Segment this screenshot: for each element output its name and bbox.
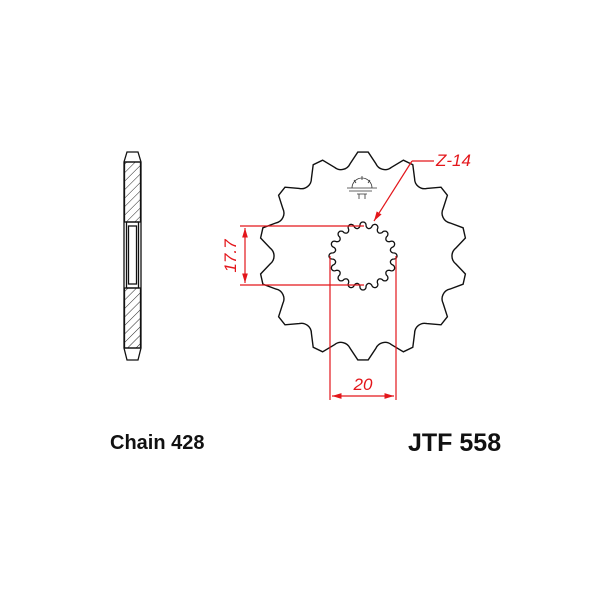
width-dimension-label: 20	[353, 375, 373, 394]
part-number-label: JTF 558	[408, 429, 502, 457]
brand-logo-icon	[347, 176, 377, 199]
teeth-count-label: Z-14	[435, 151, 471, 170]
chain-label: Chain 428	[110, 432, 205, 454]
height-dimension-label: 17.7	[221, 239, 240, 273]
side-profile	[123, 151, 142, 361]
dimension-lines	[240, 160, 434, 400]
spline-bore	[328, 221, 398, 291]
sprocket-outline	[259, 151, 467, 361]
